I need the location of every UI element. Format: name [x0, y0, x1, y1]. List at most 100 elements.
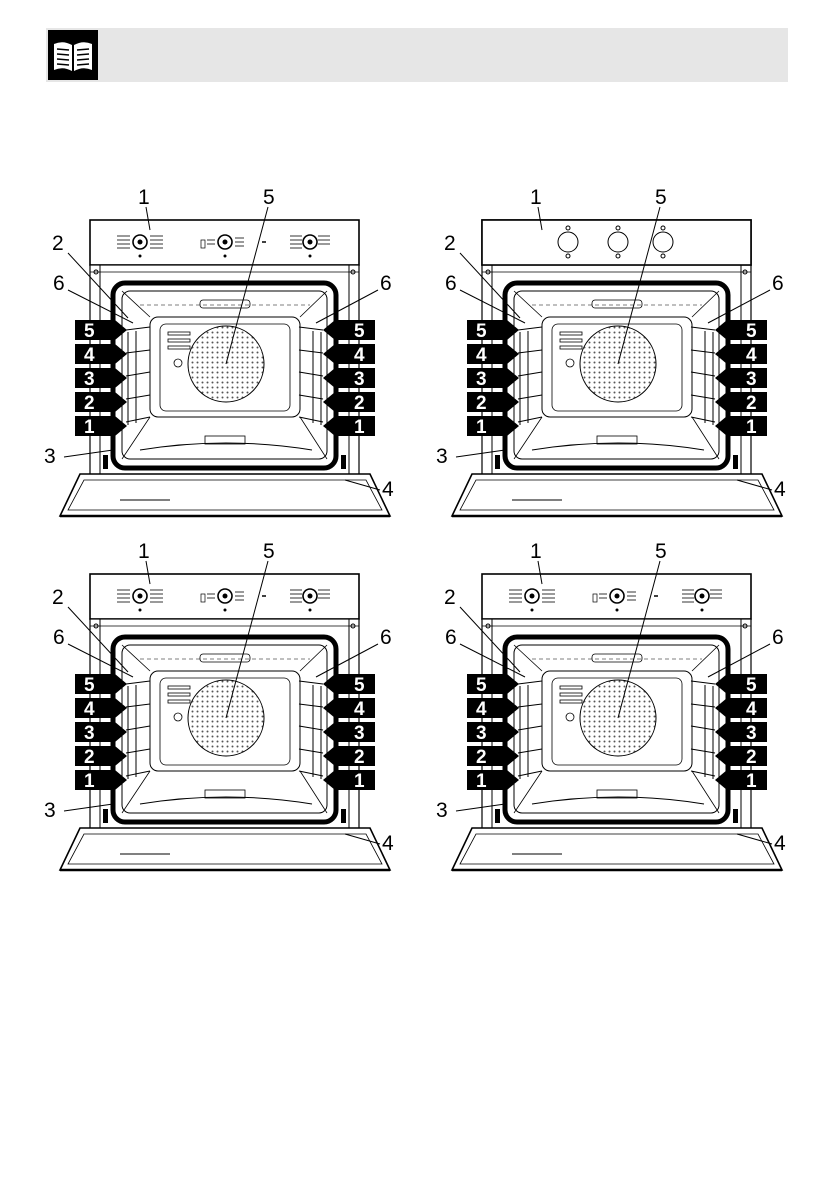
shelf-tab-left [75, 674, 127, 694]
shelf-label-right: 3 [354, 369, 365, 390]
leader-line-hinge [67, 606, 129, 673]
shelf-tab-left [75, 416, 127, 436]
shelf-label-left: 1 [84, 417, 95, 438]
shelf-label-right: 4 [746, 699, 757, 720]
shelf-label-right: 2 [354, 747, 365, 768]
leader-line-fan [617, 560, 661, 719]
shelf-tab-left [75, 368, 127, 388]
shelf-tab-left [467, 674, 519, 694]
callout-hinge: 2 [52, 232, 64, 255]
leader-line-door [736, 833, 773, 845]
leader-line-door [344, 833, 381, 845]
shelf-label-right: 5 [354, 675, 365, 696]
shelf-tab-right [323, 416, 375, 436]
callout-door: 4 [382, 478, 394, 501]
shelf-label-right: 1 [746, 417, 757, 438]
leader-line-runner [707, 289, 771, 324]
shelf-tab-right [323, 770, 375, 790]
shelf-tab-left [75, 746, 127, 766]
callout-fan: 5 [655, 540, 667, 563]
leader-line-fan [617, 206, 661, 365]
callout-control_panel: 1 [138, 540, 150, 563]
callout-control_panel: 1 [138, 186, 150, 209]
shelf-label-right: 2 [746, 747, 757, 768]
shelf-tab-right [323, 320, 375, 340]
shelf-tab-right [715, 416, 767, 436]
shelf-label-left: 5 [476, 675, 487, 696]
shelf-tab-right [715, 698, 767, 718]
shelf-tab-left [467, 698, 519, 718]
shelf-tab-right [715, 368, 767, 388]
shelf-tab-right [323, 722, 375, 742]
shelf-tab-right [323, 746, 375, 766]
callout-seal: 3 [436, 445, 448, 468]
leader-line-hinge [459, 252, 521, 319]
shelf-label-left: 1 [84, 771, 95, 792]
shelf-tab-left [75, 722, 127, 742]
oven-b [452, 220, 782, 516]
shelf-label-right: 5 [746, 321, 757, 342]
shelf-label-right: 3 [354, 723, 365, 744]
shelf-tab-left [467, 392, 519, 412]
callout-seal: 3 [44, 799, 56, 822]
callout-control_panel: 1 [530, 540, 542, 563]
shelf-tab-left [75, 344, 127, 364]
callout-control_panel: 1 [530, 186, 542, 209]
leader-line-hinge [459, 606, 521, 673]
shelf-label-right: 4 [746, 345, 757, 366]
shelf-label-left: 4 [476, 699, 487, 720]
callout-door: 4 [382, 832, 394, 855]
leader-line-door [344, 479, 381, 491]
shelf-label-right: 3 [746, 723, 757, 744]
shelf-label-right: 5 [354, 321, 365, 342]
shelf-label-left: 3 [84, 369, 95, 390]
shelf-label-right: 2 [746, 393, 757, 414]
shelf-label-right: 4 [354, 699, 365, 720]
leader-line-runner [459, 289, 526, 324]
shelf-label-left: 4 [84, 699, 95, 720]
shelf-tab-left [467, 416, 519, 436]
shelf-label-left: 2 [84, 747, 95, 768]
shelf-tab-right [323, 368, 375, 388]
callout-runner: 6 [380, 272, 392, 295]
shelf-label-left: 1 [476, 771, 487, 792]
shelf-label-left: 3 [476, 369, 487, 390]
callout-seal: 3 [44, 445, 56, 468]
callout-runner: 6 [380, 626, 392, 649]
leader-line-seal [455, 803, 506, 812]
callout-runner: 6 [53, 626, 65, 649]
leader-line-control_panel [145, 206, 151, 231]
callout-hinge: 2 [52, 586, 64, 609]
shelf-tab-right [715, 770, 767, 790]
shelf-label-right: 1 [354, 771, 365, 792]
callout-fan: 5 [263, 186, 275, 209]
shelf-tab-right [715, 392, 767, 412]
shelf-label-left: 2 [84, 393, 95, 414]
callout-runner: 6 [445, 626, 457, 649]
shelf-label-right: 1 [354, 417, 365, 438]
shelf-label-left: 2 [476, 747, 487, 768]
shelf-label-left: 5 [476, 321, 487, 342]
callout-hinge: 2 [444, 232, 456, 255]
leader-line-runner [459, 643, 526, 678]
callout-fan: 5 [263, 540, 275, 563]
leader-line-runner [315, 643, 379, 678]
shelf-label-left: 2 [476, 393, 487, 414]
shelf-tab-right [715, 746, 767, 766]
shelf-tab-left [75, 392, 127, 412]
leader-line-runner [67, 289, 134, 324]
shelf-label-left: 4 [84, 345, 95, 366]
callout-fan: 5 [655, 186, 667, 209]
shelf-tab-left [75, 320, 127, 340]
leader-line-control_panel [145, 560, 151, 585]
callout-door: 4 [774, 832, 786, 855]
shelf-tab-right [715, 320, 767, 340]
shelf-label-left: 5 [84, 321, 95, 342]
shelf-tab-right [715, 344, 767, 364]
leader-line-hinge [67, 252, 129, 319]
callout-door: 4 [774, 478, 786, 501]
leader-line-door [736, 479, 773, 491]
